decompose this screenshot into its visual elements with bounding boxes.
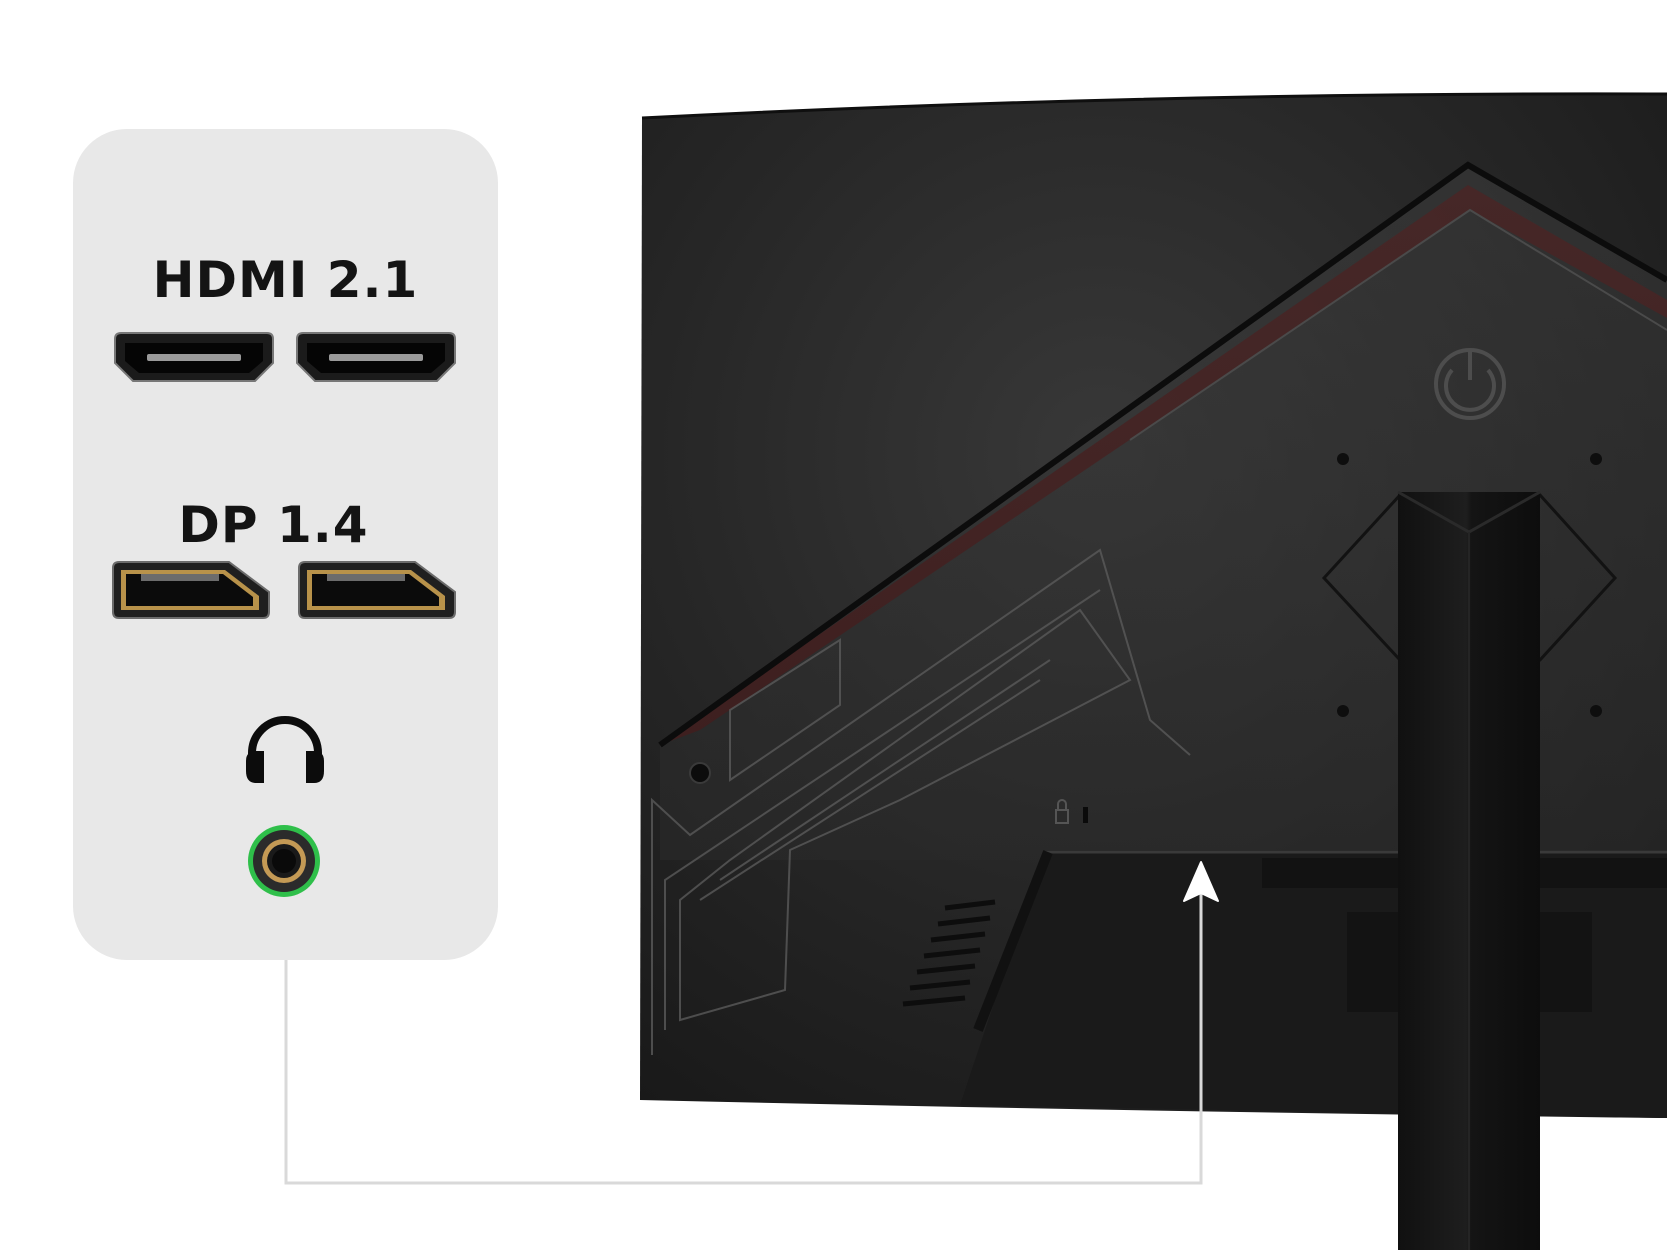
hdmi-ports: [114, 332, 456, 382]
audio-jack-icon: [248, 825, 320, 897]
ports-panel: HDMI 2.1 DP 1.4: [73, 129, 498, 960]
displayport-icon: [298, 561, 456, 619]
power-button-icon: [1434, 348, 1506, 420]
side-port: [689, 762, 711, 784]
vesa-holes: [1337, 453, 1602, 717]
hdmi-port-icon: [296, 332, 456, 382]
hdmi-port-icon: [114, 332, 274, 382]
displayport-label: DP 1.4: [178, 496, 369, 554]
hdmi-label: HDMI 2.1: [152, 251, 419, 309]
decorative-lines: [651, 548, 1191, 1055]
monitor-top-edge: [641, 92, 1667, 120]
kensington-lock-icon: [1055, 799, 1088, 824]
displayport-ports: [112, 561, 456, 619]
panel-ridge: [658, 161, 1667, 748]
arrow-up-icon: [1183, 861, 1219, 902]
headphones-icon: [246, 716, 324, 783]
vent-slots: [902, 899, 996, 1007]
displayport-icon: [112, 561, 270, 619]
connector-line: [284, 880, 1203, 1185]
